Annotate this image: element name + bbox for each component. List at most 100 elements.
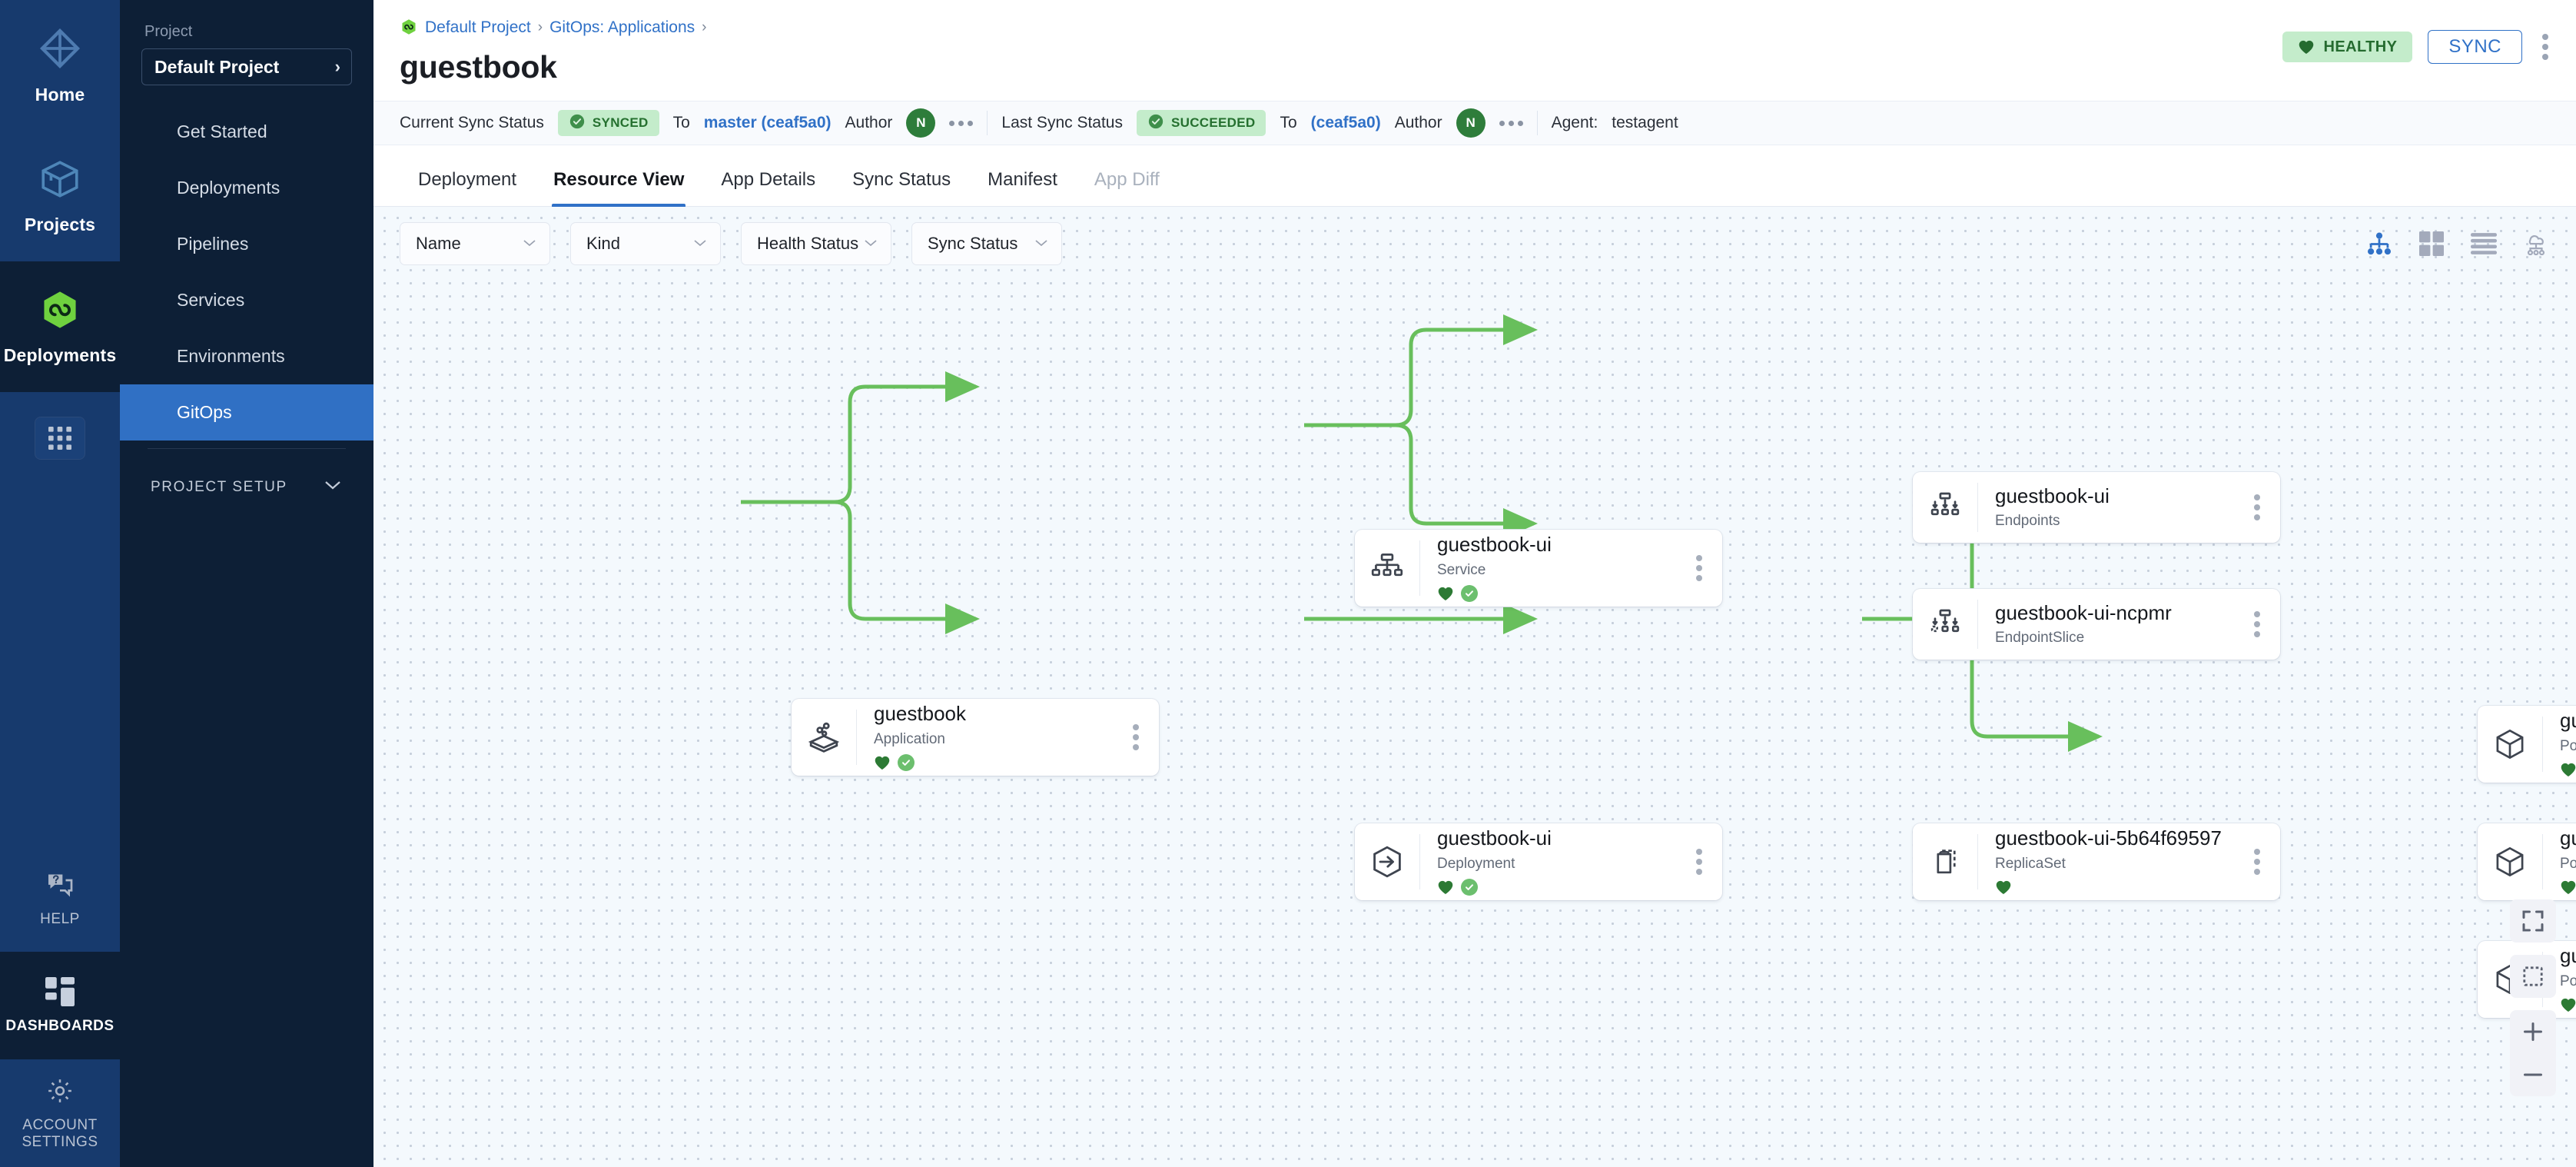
resource-graph-canvas[interactable]: Name Kind Health Status: [373, 207, 2576, 1167]
heart-icon: [2560, 997, 2576, 1012]
endpoints-icon: [1913, 490, 1977, 524]
graph-node-menu-icon[interactable]: [1688, 849, 1722, 875]
graph-node-kind: Pod: [2560, 737, 2576, 754]
select-box-icon[interactable]: [2510, 955, 2556, 998]
tree-view-icon[interactable]: [2365, 230, 2393, 258]
zoom-out-icon[interactable]: [2510, 1053, 2556, 1096]
last-sync-target-link[interactable]: (ceaf5a0): [1310, 114, 1381, 131]
rail-item-account-settings[interactable]: ACCOUNT SETTINGS: [0, 1059, 120, 1167]
graph-node-menu-icon[interactable]: [1125, 724, 1159, 750]
graph-node-body: guestbook-ui Endpoints: [1978, 485, 2246, 530]
pod-icon: [2478, 844, 2542, 879]
graph-node-menu-icon[interactable]: [1688, 555, 1722, 581]
rail-item-home[interactable]: Home: [0, 0, 120, 131]
sidebar-item-get-started[interactable]: Get Started: [120, 104, 373, 160]
rail-item-deployments[interactable]: Deployments: [0, 261, 120, 392]
graph-node-menu-icon[interactable]: [2246, 494, 2280, 520]
list-view-icon[interactable]: [2470, 230, 2498, 258]
rail-item-label: Home: [35, 85, 85, 105]
filter-kind[interactable]: Kind: [570, 222, 721, 265]
filter-name[interactable]: Name: [400, 222, 550, 265]
sidebar-item-environments[interactable]: Environments: [120, 328, 373, 384]
tab-sync-status[interactable]: Sync Status: [852, 169, 951, 190]
grid-view-icon[interactable]: [2418, 230, 2445, 258]
rail-item-projects[interactable]: Projects: [0, 131, 120, 261]
graph-node-pod[interactable]: guestbook-ui-5b64f6959… Pod: [2478, 823, 2576, 900]
graph-node-menu-icon[interactable]: [2246, 849, 2280, 875]
avatar: N: [1456, 108, 1486, 138]
filter-sync-status[interactable]: Sync Status: [911, 222, 1062, 265]
rail-grid-wrap: [0, 392, 120, 484]
sidebar-divider: [148, 448, 346, 449]
graph-node-status: [1995, 878, 2242, 896]
kebab-vertical-icon[interactable]: [2538, 29, 2553, 65]
sidebar-item-label: Deployments: [177, 178, 281, 198]
status-badge-healthy: HEALTHY: [2282, 32, 2413, 62]
breadcrumb-item-gitops-applications[interactable]: GitOps: Applications: [549, 18, 695, 36]
sidebar-item-label: Services: [177, 290, 245, 310]
deployment-icon: [1355, 843, 1419, 880]
graph-node-pod[interactable]: guestbook-ui-5b64f6959… Pod: [2478, 706, 2576, 783]
heart-icon: [874, 755, 891, 770]
divider: [1977, 834, 1978, 889]
current-sync-overflow-icon[interactable]: [949, 120, 974, 126]
page-header: Default Project › GitOps: Applications ›…: [373, 0, 2576, 85]
divider: [856, 710, 857, 765]
sidebar-project-setup[interactable]: PROJECT SETUP: [120, 466, 373, 509]
last-sync-to-label: To: [1280, 114, 1297, 131]
rail-bottom-group: HELP DASHBOARDS: [0, 844, 120, 1167]
network-topology-icon[interactable]: [2522, 230, 2550, 258]
graph-node-service[interactable]: guestbook-ui Service: [1355, 530, 1722, 607]
graph-node-deployment[interactable]: guestbook-ui Deployment: [1355, 823, 1722, 900]
graph-node-replicaset[interactable]: guestbook-ui-5b64f69597 ReplicaSet: [1913, 823, 2280, 900]
divider: [2542, 834, 2543, 889]
sync-status-bar: Current Sync Status SYNCED To master (ce…: [373, 101, 2576, 145]
sidebar-item-pipelines[interactable]: Pipelines: [120, 216, 373, 272]
rail-item-dashboards[interactable]: DASHBOARDS: [0, 952, 120, 1059]
gitops-hex-infinity-icon: [400, 17, 418, 38]
project-sidebar: Project Default Project › Get Started De…: [120, 0, 373, 1167]
chevron-right-icon: ›: [334, 57, 340, 76]
fit-screen-icon[interactable]: [2510, 899, 2556, 943]
sidebar-item-deployments[interactable]: Deployments: [120, 160, 373, 216]
chevron-down-icon: [863, 236, 878, 251]
tab-resource-view[interactable]: Resource View: [535, 169, 702, 208]
breadcrumb-item-default-project[interactable]: Default Project: [425, 18, 531, 36]
graph-node-endpointslice[interactable]: guestbook-ui-ncpmr EndpointSlice: [1913, 589, 2280, 660]
tab-app-details[interactable]: App Details: [721, 169, 816, 190]
apps-grid-icon[interactable]: [35, 417, 85, 460]
filter-health-status[interactable]: Health Status: [741, 222, 891, 265]
project-selector-name: Default Project: [154, 56, 280, 77]
graph-node-title: guestbook-ui: [1995, 484, 2110, 507]
graph-node-title: guestbook-ui-5b64f69597: [1995, 827, 2222, 849]
avatar: N: [906, 108, 936, 138]
heart-icon: [1437, 586, 1454, 601]
chevron-down-icon: [1034, 236, 1049, 251]
rail-item-label: HELP: [40, 910, 80, 927]
divider: [1536, 111, 1538, 135]
graph-node-endpoints[interactable]: guestbook-ui Endpoints: [1913, 472, 2280, 543]
graph-node-application[interactable]: guestbook Application: [792, 699, 1159, 776]
sidebar-item-gitops[interactable]: GitOps: [120, 384, 373, 441]
zoom-in-icon[interactable]: [2510, 1010, 2556, 1053]
project-selector[interactable]: Default Project ›: [141, 48, 352, 85]
graph-node-kind: Application: [874, 730, 945, 747]
divider: [1419, 834, 1420, 889]
graph-node-title: guestbook: [874, 703, 966, 725]
current-sync-target-link[interactable]: master (ceaf5a0): [703, 114, 832, 131]
graph-node-menu-icon[interactable]: [2246, 611, 2280, 637]
rail-item-help[interactable]: HELP: [0, 844, 120, 952]
status-badge-label: HEALTHY: [2323, 38, 2398, 55]
agent-value: testagent: [1612, 114, 1678, 131]
graph-node-kind: Service: [1437, 561, 1486, 578]
graph-node-status: [1437, 584, 1684, 603]
tab-manifest[interactable]: Manifest: [988, 169, 1057, 190]
chip-label: SUCCEEDED: [1171, 115, 1256, 130]
last-sync-overflow-icon[interactable]: [1499, 120, 1523, 126]
graph-node-status: [2560, 996, 2576, 1014]
graph-node-body: guestbook-ui-5b64f69597 ReplicaSet: [1978, 827, 2246, 896]
tab-deployment[interactable]: Deployment: [418, 169, 517, 190]
sync-button[interactable]: SYNC: [2428, 30, 2522, 64]
last-sync-author-label: Author: [1394, 114, 1442, 131]
sidebar-item-services[interactable]: Services: [120, 272, 373, 328]
